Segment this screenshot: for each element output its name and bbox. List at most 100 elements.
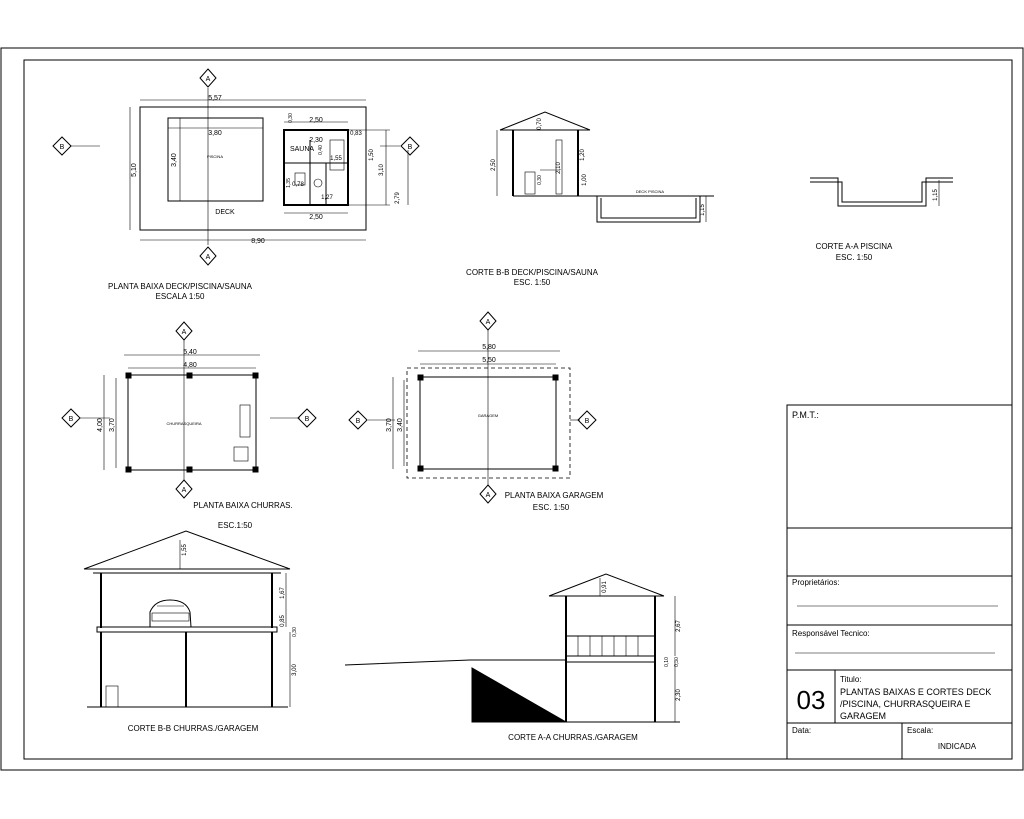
svg-text:0,30: 0,30 xyxy=(537,175,543,185)
plan-deck-title: PLANTA BAIXA DECK/PISCINA/SAUNA xyxy=(108,282,253,291)
svg-text:3,70: 3,70 xyxy=(109,418,116,432)
section-marker-b-garagem-right: B xyxy=(577,410,597,430)
svg-text:2,30: 2,30 xyxy=(309,137,323,144)
section-marker-b-garagem-left: B xyxy=(348,410,368,430)
svg-text:A: A xyxy=(206,254,211,261)
svg-text:3,40: 3,40 xyxy=(171,153,178,167)
svg-text:3,40: 3,40 xyxy=(397,418,404,432)
section-aa-churras-title: CORTE A-A CHURRAS./GARAGEM xyxy=(508,733,638,742)
plan-garagem-scale: ESC. 1:50 xyxy=(533,503,570,512)
svg-text:B: B xyxy=(408,144,413,151)
svg-text:3,70: 3,70 xyxy=(386,418,393,432)
svg-text:1,55: 1,55 xyxy=(182,544,188,556)
svg-text:0,83: 0,83 xyxy=(350,131,362,137)
svg-text:4,80: 4,80 xyxy=(183,362,197,369)
section-marker-a-garagem-bottom: A xyxy=(479,484,497,504)
svg-text:5,57: 5,57 xyxy=(208,95,222,102)
svg-text:8,90: 8,90 xyxy=(251,238,265,245)
section-marker-b-churras-left: B xyxy=(61,408,81,428)
section-marker-a-churras-top: A xyxy=(175,321,193,341)
svg-text:SAUNA: SAUNA xyxy=(290,146,314,153)
svg-text:2,50: 2,50 xyxy=(491,159,497,171)
svg-text:A: A xyxy=(486,492,491,499)
svg-text:DECK: DECK xyxy=(215,209,235,216)
svg-text:B: B xyxy=(356,418,361,425)
svg-text:2,50: 2,50 xyxy=(309,117,323,124)
data-label: Data: xyxy=(792,726,811,735)
svg-text:4,00: 4,00 xyxy=(97,418,104,432)
section-aa-pool-title: CORTE A-A PISCINA xyxy=(816,242,893,251)
section-marker-a-top: A xyxy=(199,68,217,88)
plan-garagem: GARAGEM 5,80 5,50 3,70 3,40 A A B B PLAN… xyxy=(348,311,604,512)
section-bb-churras-title: CORTE B-B CHURRAS./GARAGEM xyxy=(128,724,259,733)
svg-text:B: B xyxy=(60,144,65,151)
svg-text:B: B xyxy=(69,416,74,423)
titulo-line-3: GARAGEM xyxy=(840,711,886,721)
section-bb-deck-scale: ESC. 1:50 xyxy=(514,278,551,287)
svg-text:0,78: 0,78 xyxy=(292,182,304,188)
svg-text:A: A xyxy=(206,76,211,83)
svg-text:2,10: 2,10 xyxy=(556,162,562,174)
svg-text:0,10: 0,10 xyxy=(664,657,670,667)
section-bb-churras: 1,55 1,67 0,85 0,30 3,00 CORTE B-B CHURR… xyxy=(83,530,298,733)
escala-value: INDICADA xyxy=(938,742,977,751)
plan-deck-pool-sauna: PISCINA DECK SAUNA 5,57 3,80 3,40 5,10 8… xyxy=(52,68,420,301)
svg-text:1,20: 1,20 xyxy=(580,149,586,161)
svg-text:A: A xyxy=(486,319,491,326)
svg-text:5,50: 5,50 xyxy=(482,357,496,364)
section-marker-b-churras-right: B xyxy=(297,408,317,428)
sheet-number: 03 xyxy=(797,685,826,715)
svg-text:5,40: 5,40 xyxy=(183,349,197,356)
svg-text:1,27: 1,27 xyxy=(321,195,333,201)
plan-churras-title: PLANTA BAIXA CHURRAS. xyxy=(193,501,292,510)
section-marker-a-churras-bottom: A xyxy=(175,479,193,499)
responsavel-label: Responsável Tecnico: xyxy=(792,629,870,638)
section-marker-b-right: B xyxy=(400,136,420,156)
plan-churras-scale: ESC.1:50 xyxy=(218,521,253,530)
section-aa-pool-scale: ESC. 1:50 xyxy=(836,253,873,262)
svg-text:5,80: 5,80 xyxy=(482,344,496,351)
plan-churrasqueira: CHURRASQUEIRA 5,40 4,80 4,00 3,70 A A B … xyxy=(61,321,317,530)
titulo-line-1: PLANTAS BAIXAS E CORTES DECK xyxy=(840,687,991,697)
svg-text:3,00: 3,00 xyxy=(292,664,298,676)
titulo-label: Titulo: xyxy=(840,675,862,684)
svg-text:0,30: 0,30 xyxy=(288,113,294,123)
plan-garagem-title: PLANTA BAIXA GARAGEM xyxy=(505,491,604,500)
svg-text:0,91: 0,91 xyxy=(602,581,608,593)
section-aa-churras: 0,91 2,67 0,10 0,30 2,30 CORTE A-A CHURR… xyxy=(344,573,682,742)
svg-text:0,85: 0,85 xyxy=(280,615,286,627)
svg-text:DECK PISCINA: DECK PISCINA xyxy=(636,189,665,194)
section-marker-a-garagem-top: A xyxy=(479,311,497,331)
svg-text:0,30: 0,30 xyxy=(674,657,680,667)
svg-text:0,70: 0,70 xyxy=(537,118,543,130)
pmt-label: P.M.T.: xyxy=(792,410,819,420)
svg-text:2,50: 2,50 xyxy=(309,214,323,221)
svg-text:PISCINA: PISCINA xyxy=(207,154,223,159)
svg-text:2,30: 2,30 xyxy=(676,689,682,701)
svg-text:5,10: 5,10 xyxy=(131,163,138,177)
svg-text:1,50: 1,50 xyxy=(369,149,375,161)
proprietarios-label: Proprietários: xyxy=(792,578,840,587)
svg-text:2,79: 2,79 xyxy=(395,192,401,204)
svg-text:A: A xyxy=(182,329,187,336)
section-bb-deck-title: CORTE B-B DECK/PISCINA/SAUNA xyxy=(466,268,599,277)
svg-text:2,67: 2,67 xyxy=(676,620,682,632)
svg-text:B: B xyxy=(585,418,590,425)
svg-text:3,10: 3,10 xyxy=(379,164,385,176)
svg-text:1,35: 1,35 xyxy=(286,178,292,188)
svg-text:B: B xyxy=(305,416,310,423)
section-marker-a-bottom: A xyxy=(199,246,217,266)
section-marker-b-left: B xyxy=(52,136,72,156)
plan-deck-scale: ESCALA 1:50 xyxy=(156,292,205,301)
svg-text:0,40: 0,40 xyxy=(318,145,324,155)
titulo-line-2: /PISCINA, CHURRASQUEIRA E xyxy=(840,699,971,709)
svg-text:1,15: 1,15 xyxy=(933,189,939,201)
svg-text:1,55: 1,55 xyxy=(330,156,342,162)
outer-border xyxy=(0,47,1024,771)
svg-text:A: A xyxy=(182,487,187,494)
section-bb-deck: DECK PISCINA 2,50 0,70 1,20 2,10 1,00 0,… xyxy=(466,111,714,287)
car-outline xyxy=(149,599,192,628)
svg-text:0,30: 0,30 xyxy=(292,627,298,637)
svg-text:3,80: 3,80 xyxy=(208,130,222,137)
